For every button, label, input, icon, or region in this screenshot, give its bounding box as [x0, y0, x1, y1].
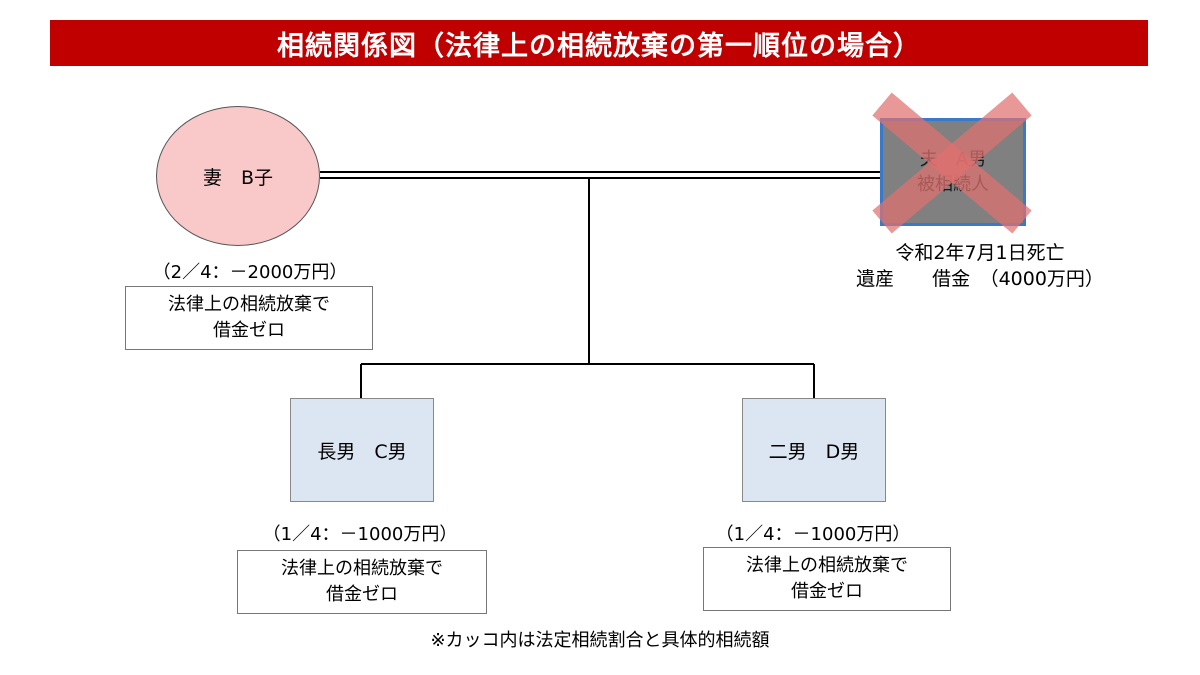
- diagram-title: 相続関係図（法律上の相続放棄の第一順位の場合）: [277, 30, 921, 62]
- wife-share: （2／4：－2000万円）: [152, 262, 348, 283]
- diagram-title-banner: 相続関係図（法律上の相続放棄の第一順位の場合）: [50, 20, 1148, 66]
- husband-death-info: 令和2年7月1日死亡 遺産 借金 （4000万円）: [815, 240, 1145, 292]
- wife-node: 妻 B子: [156, 106, 320, 246]
- wife-note-box: 法律上の相続放棄で 借金ゼロ: [125, 286, 373, 350]
- child-node-d: 二男 D男: [742, 398, 886, 502]
- child-note-box: 法律上の相続放棄で 借金ゼロ: [237, 550, 487, 614]
- child-name: 長男 C男: [317, 440, 407, 463]
- child-note-line2: 借金ゼロ: [326, 584, 398, 605]
- wife-name: 妻 B子: [202, 166, 274, 189]
- footnote: ※カッコ内は法定相続割合と具体的相続額: [430, 630, 770, 651]
- husband-estate: 遺産 借金 （4000万円）: [856, 268, 1104, 290]
- child-note-line1: 法律上の相続放棄で: [746, 555, 908, 576]
- deceased-cross-icon: [872, 92, 1032, 234]
- child-node-c: 長男 C男: [290, 398, 434, 502]
- husband-death-date: 令和2年7月1日死亡: [895, 242, 1065, 264]
- child-name: 二男 D男: [768, 440, 860, 463]
- child-note-box: 法律上の相続放棄で 借金ゼロ: [703, 547, 951, 611]
- child-note-line1: 法律上の相続放棄で: [281, 558, 443, 579]
- wife-note-line1: 法律上の相続放棄で: [168, 294, 330, 315]
- child-note-line2: 借金ゼロ: [791, 581, 863, 602]
- wife-note-line2: 借金ゼロ: [213, 320, 285, 341]
- child-share: （1／4：－1000万円）: [262, 524, 458, 545]
- child-share: （1／4：－1000万円）: [715, 524, 911, 545]
